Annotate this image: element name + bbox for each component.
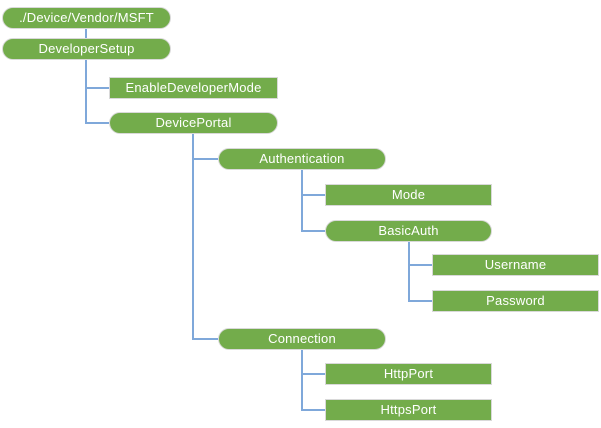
edge-deviceportal-trunk — [192, 134, 194, 340]
node-device-portal: DevicePortal — [109, 112, 278, 134]
edge-authentication-trunk — [301, 170, 303, 232]
node-username: Username — [432, 254, 599, 276]
edge-branch-httpport — [301, 373, 325, 375]
node-device-vendor-msft: ./Device/Vendor/MSFT — [2, 7, 171, 29]
edge-branch-authentication — [192, 158, 218, 160]
edge-branch-password — [408, 300, 432, 302]
edge-branch-httpsport — [301, 409, 325, 411]
node-mode: Mode — [325, 184, 492, 206]
node-basic-auth: BasicAuth — [325, 220, 492, 242]
edge-branch-username — [408, 264, 432, 266]
node-connection: Connection — [218, 328, 386, 350]
node-http-port: HttpPort — [325, 363, 492, 385]
edge-branch-mode — [301, 194, 325, 196]
edge-branch-connection — [192, 338, 218, 340]
edge-branch-basicauth — [301, 230, 325, 232]
edge-basicauth-trunk — [408, 242, 410, 302]
edge-branch-deviceportal — [86, 122, 109, 124]
node-https-port: HttpsPort — [325, 399, 492, 421]
node-developer-setup: DeveloperSetup — [2, 38, 171, 60]
node-password: Password — [432, 290, 599, 312]
edge-developersetup-trunk — [85, 60, 87, 124]
edge-branch-enabledevelopermode — [86, 87, 109, 89]
edge-root-developersetup — [85, 29, 87, 39]
node-authentication: Authentication — [218, 148, 386, 170]
node-enable-developer-mode: EnableDeveloperMode — [109, 77, 278, 99]
edge-connection-trunk — [301, 350, 303, 411]
